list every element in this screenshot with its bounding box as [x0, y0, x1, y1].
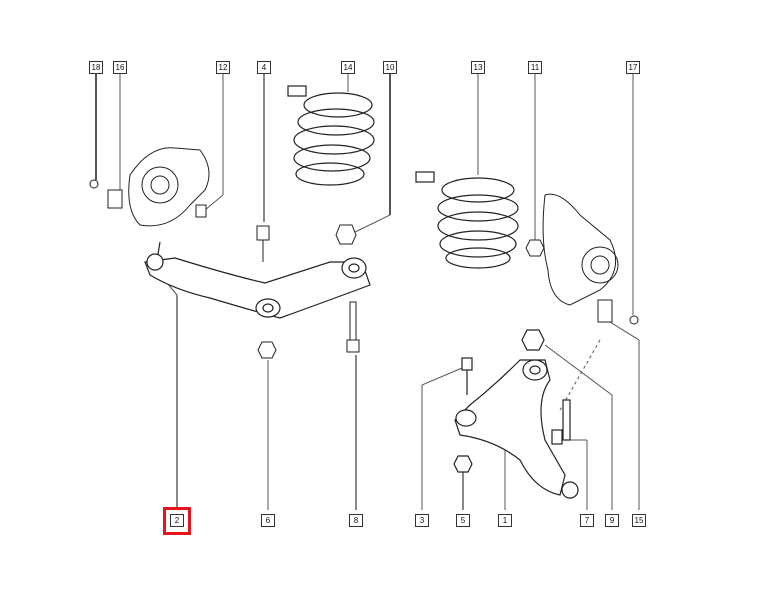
fasteners-left [256, 224, 360, 359]
callout-14[interactable]: 14 [341, 61, 355, 74]
callout-5[interactable]: 5 [456, 514, 470, 527]
lower-control-arm-right [453, 329, 579, 499]
steering-knuckle-right [525, 193, 639, 325]
callout-15[interactable]: 15 [632, 514, 646, 527]
callout-18[interactable]: 18 [89, 61, 103, 74]
callout-16[interactable]: 16 [113, 61, 127, 74]
callout-11[interactable]: 11 [528, 61, 542, 74]
callout-12[interactable]: 12 [216, 61, 230, 74]
callout-2[interactable]: 2 [170, 514, 184, 527]
lower-control-arm-left [144, 241, 371, 319]
callout-10[interactable]: 10 [383, 61, 397, 74]
callout-13[interactable]: 13 [471, 61, 485, 74]
coil-spring-13 [415, 171, 519, 269]
callout-8[interactable]: 8 [349, 514, 363, 527]
callout-17[interactable]: 17 [626, 61, 640, 74]
callout-9[interactable]: 9 [605, 514, 619, 527]
callout-4[interactable]: 4 [257, 61, 271, 74]
callout-7[interactable]: 7 [580, 514, 594, 527]
callout-1[interactable]: 1 [498, 514, 512, 527]
callout-6[interactable]: 6 [261, 514, 275, 527]
selected-part-highlight [163, 507, 191, 535]
callout-3[interactable]: 3 [415, 514, 429, 527]
coil-spring-14 [287, 85, 375, 186]
steering-knuckle-left [89, 147, 210, 227]
